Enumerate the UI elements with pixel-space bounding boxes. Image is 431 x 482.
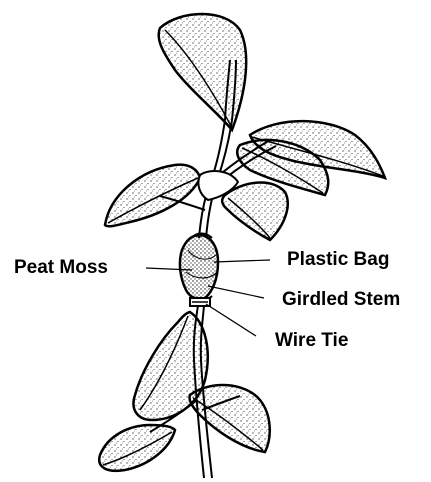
leaf-left-middle — [105, 165, 200, 227]
leaf-lower-left — [99, 425, 175, 471]
leader-wire-tie — [206, 304, 256, 336]
label-plastic-bag: Plastic Bag — [287, 250, 389, 269]
leader-girdled-stem — [208, 286, 264, 298]
leader-plastic-bag — [214, 260, 270, 262]
label-girdled-stem: Girdled Stem — [282, 290, 400, 309]
label-wire-tie: Wire Tie — [275, 331, 348, 350]
label-peat-moss: Peat Moss — [14, 258, 108, 277]
leaf-right-middle — [222, 183, 288, 240]
leaf-lower-right — [190, 385, 270, 452]
leaf-top — [159, 14, 247, 130]
